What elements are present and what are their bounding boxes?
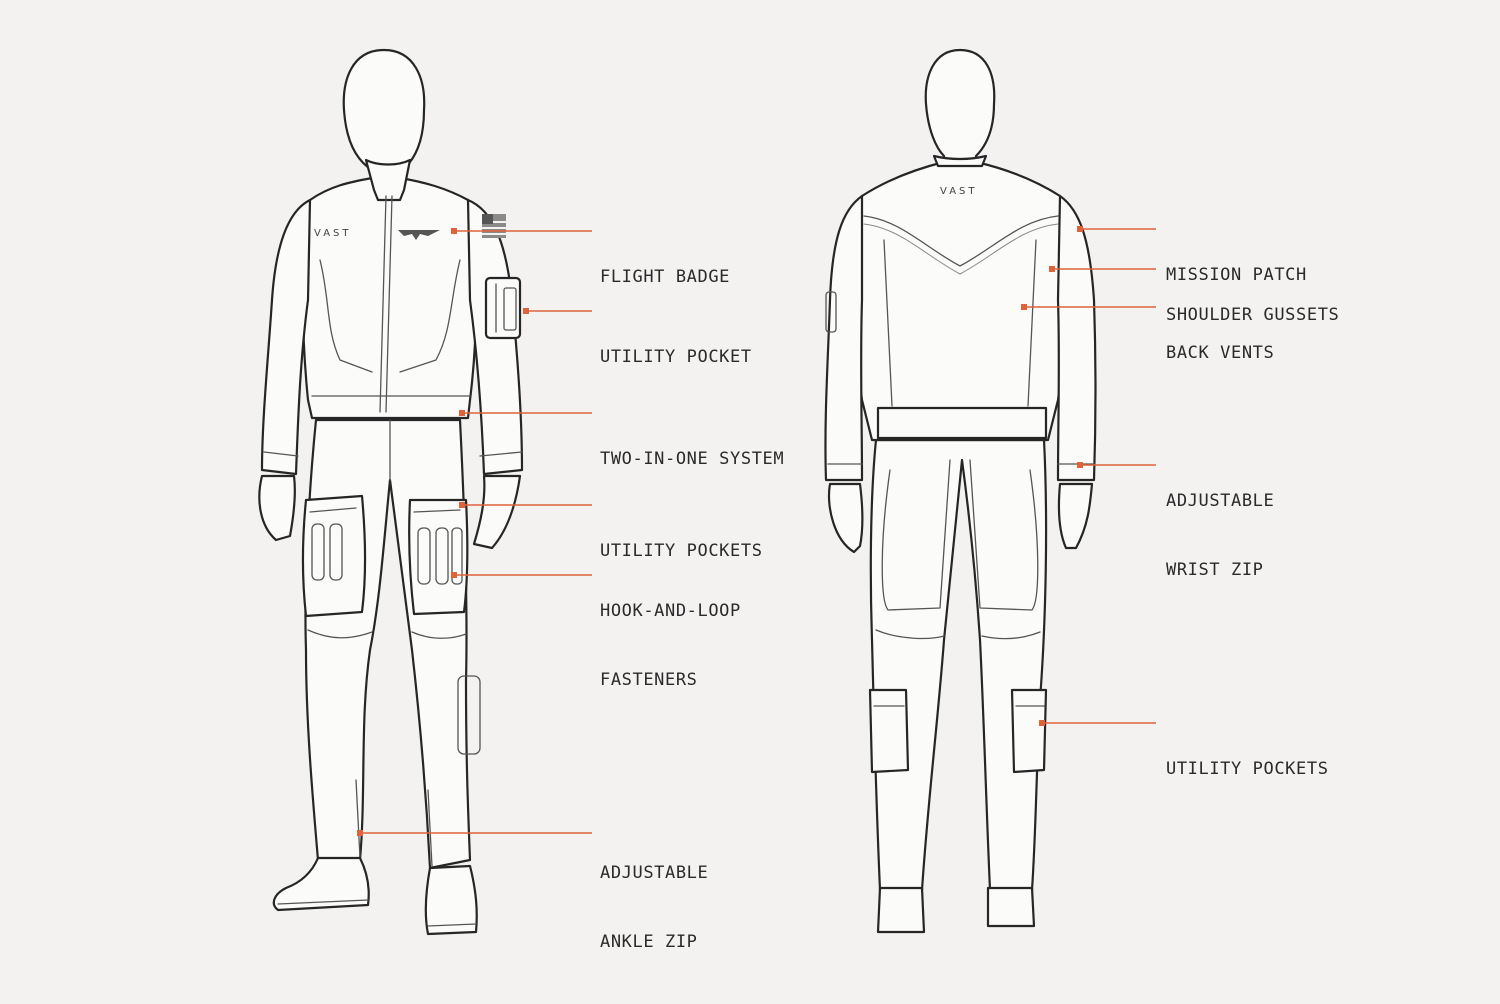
back-boot-left (876, 886, 926, 934)
callout-shoulder-gussets: SHOULDER GUSSETS (1166, 258, 1339, 350)
front-view-figure: VAST (258, 48, 524, 936)
front-thigh-pocket-left (301, 494, 367, 618)
callout-utility-pocket: UTILITY POCKET (600, 300, 752, 392)
callout-text: UTILITY POCKETS (600, 541, 763, 561)
callout-mission-patch: MISSION PATCH (1166, 218, 1307, 310)
flight-wings-badge (398, 230, 440, 240)
back-yoke-seam (863, 215, 1059, 267)
back-mannequin-head (924, 48, 996, 174)
front-right-hand (472, 474, 522, 550)
callout-utility-pockets-back: UTILITY POCKETS (1166, 712, 1329, 804)
callout-two-in-one-system: TWO-IN-ONE SYSTEM (600, 402, 784, 494)
back-boot-right (986, 886, 1036, 928)
front-left-hand (258, 474, 296, 542)
callout-text: UTILITY POCKETS (1166, 759, 1329, 779)
front-collar (364, 158, 412, 202)
front-boot-right (424, 864, 478, 936)
back-vast-logo: VAST (940, 186, 978, 197)
back-collar (932, 154, 988, 168)
back-calf-pocket-left (868, 688, 910, 774)
callout-text-line-1: ADJUSTABLE (600, 863, 709, 883)
front-arm-utility-pocket (484, 276, 522, 340)
back-right-arm (1056, 194, 1097, 482)
callout-hook-and-loop-fasteners: HOOK-AND-LOOP FASTENERS (600, 554, 741, 715)
front-left-arm (260, 198, 312, 476)
callout-back-vents: BACK VENTS (1166, 296, 1274, 388)
callout-text: MISSION PATCH (1166, 265, 1307, 285)
callout-utility-pockets-front: UTILITY POCKETS (600, 494, 763, 586)
callout-text: UTILITY POCKET (600, 347, 752, 367)
callout-text-line-1: HOOK-AND-LOOP (600, 601, 741, 621)
flag-patch (482, 214, 506, 238)
back-view-figure: VAST (824, 48, 1097, 934)
callout-text: TWO-IN-ONE SYSTEM (600, 449, 785, 469)
front-pants (304, 418, 472, 870)
front-vast-logo: VAST (314, 228, 352, 239)
callout-adjustable-wrist-zip: ADJUSTABLE WRIST ZIP (1166, 444, 1274, 605)
callout-adjustable-ankle-zip: ADJUSTABLE ANKLE ZIP (600, 816, 708, 977)
callout-text: BACK VENTS (1166, 343, 1275, 363)
callout-text-line-1: ADJUSTABLE (1166, 491, 1275, 511)
front-leader-lines (357, 228, 592, 836)
back-calf-pocket-right (1010, 688, 1048, 774)
callout-text: SHOULDER GUSSETS (1166, 305, 1340, 325)
back-pants (869, 438, 1048, 892)
callout-text-line-2: FASTENERS (600, 670, 698, 690)
callout-text: FLIGHT BADGE (600, 267, 731, 287)
callout-text-line-2: WRIST ZIP (1166, 560, 1264, 580)
back-leader-lines (1021, 226, 1156, 726)
front-boot-left (272, 856, 370, 912)
back-waist-belt (876, 406, 1048, 440)
callout-flight-badge: FLIGHT BADGE (600, 220, 730, 312)
callout-text-line-2: ANKLE ZIP (600, 932, 698, 952)
back-left-arm (824, 194, 864, 482)
